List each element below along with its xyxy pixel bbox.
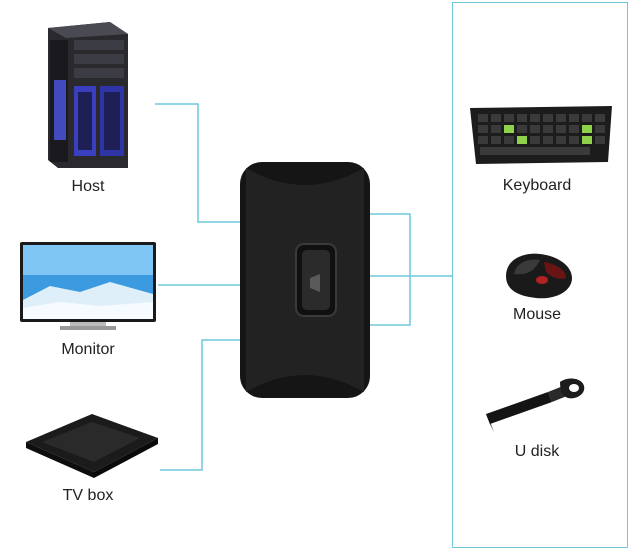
output-bracket-line <box>368 213 411 326</box>
keyboard-label: Keyboard <box>502 177 572 194</box>
mouse-icon <box>500 250 576 307</box>
host-connector-line <box>155 103 246 223</box>
tvbox-connector-line <box>160 339 246 471</box>
keyboard-icon <box>466 100 616 175</box>
usb-drive-icon <box>482 374 588 439</box>
host-tower-icon <box>40 20 132 175</box>
switch-box-icon <box>240 162 372 405</box>
monitor-icon <box>20 242 158 339</box>
tv-box-icon <box>22 410 162 485</box>
udisk-label: U disk <box>514 443 560 460</box>
monitor-label: Monitor <box>61 341 115 358</box>
mouse-label: Mouse <box>512 306 562 323</box>
host-label: Host <box>71 178 105 195</box>
tvbox-label: TV box <box>62 487 114 504</box>
